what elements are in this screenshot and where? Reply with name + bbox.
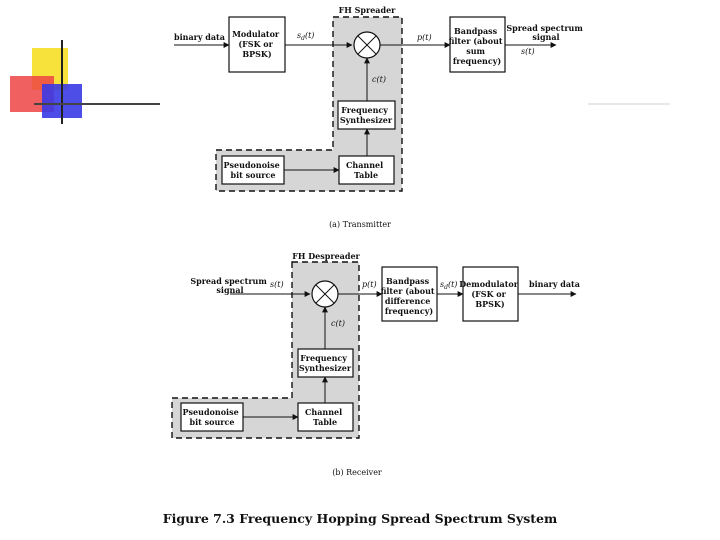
receiver-diagram: FH Despreader Spread spectrum signal s(t… [171, 251, 580, 477]
rx-channel-table-label: Channel Table [305, 407, 345, 427]
rx-signal-c: c(t) [331, 319, 345, 328]
tx-signal-c: c(t) [372, 75, 386, 84]
tx-output-label: Spread spectrum signal [506, 23, 585, 42]
rx-bandpass-label: Bandpass filter (about difference freque… [381, 276, 438, 316]
rx-signal-s: s(t) [270, 280, 284, 289]
rx-signal-p: p(t) [362, 280, 377, 289]
tx-signal-sd: sd(t) [297, 31, 314, 42]
figure-caption: Figure 7.3 Frequency Hopping Spread Spec… [162, 511, 558, 526]
modulator-label: Modulator (FSK or BPSK) [232, 29, 282, 59]
rx-input-label: Spread spectrum signal [190, 276, 269, 295]
tx-signal-p: p(t) [417, 33, 432, 42]
fh-spreader-region [215, 16, 403, 192]
modulator-block [228, 16, 286, 73]
rx-synthesizer-block [297, 348, 354, 378]
tx-input-label: binary data [174, 32, 225, 42]
tx-bandpass-block [449, 16, 506, 73]
fh-spreader-label: FH Spreader [339, 5, 397, 15]
fh-despreader-label: FH Despreader [292, 251, 360, 261]
tx-pn-source-label: Pseudonoise bit source [224, 160, 283, 180]
rx-output-label: binary data [529, 279, 580, 289]
tx-bandpass-label: Bandpass filter (about sum frequency) [449, 26, 506, 66]
rx-synthesizer-label: Frequency Synthesizer [299, 353, 352, 373]
fh-despreader-region [171, 261, 360, 439]
tx-synthesizer-label: Frequency Synthesizer [340, 105, 393, 125]
tx-channel-table-label: Channel Table [346, 160, 386, 180]
rx-demodulator-label: Demodulator (FSK or BPSK) [459, 279, 521, 309]
tx-signal-s: s(t) [521, 47, 535, 56]
rx-bandpass-block [381, 266, 438, 322]
receiver-caption: (b) Receiver [332, 468, 382, 477]
rx-signal-sd: sd(t) [440, 280, 457, 291]
transmitter-diagram: FH Spreader binary data Modulator (FSK o… [174, 5, 585, 229]
rx-mixer [311, 280, 339, 308]
tx-mixer [353, 31, 381, 59]
rx-pn-source-label: Pseudonoise bit source [183, 407, 242, 427]
slide-decoration [10, 40, 670, 124]
rx-demodulator-block [462, 266, 519, 322]
transmitter-caption: (a) Transmitter [329, 220, 391, 229]
